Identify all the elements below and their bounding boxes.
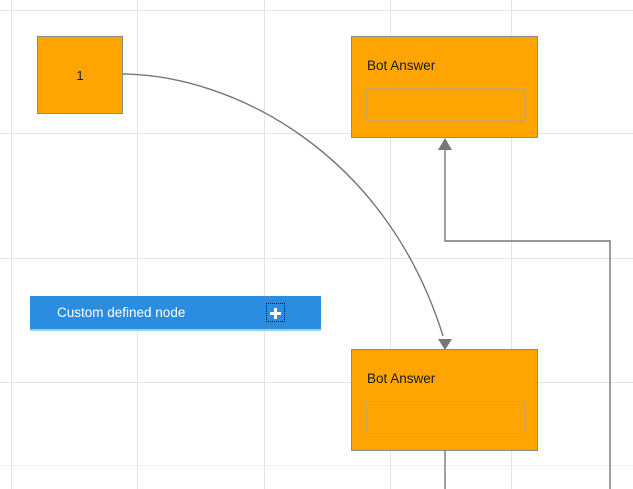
bot-answer-slot[interactable] [366,88,525,121]
plus-icon-vertical [274,308,277,319]
bot-answer-title: Bot Answer [367,58,436,73]
node-1[interactable]: 1 [37,36,123,114]
bot-answer-slot[interactable] [366,401,525,434]
custom-defined-node-label: Custom defined node [57,304,186,320]
bot-answer-node-top[interactable]: Bot Answer [351,36,538,138]
edge-curve[interactable] [122,73,452,350]
node-1-label: 1 [76,67,84,83]
custom-defined-node-bar[interactable]: Custom defined node [30,296,321,329]
bot-answer-node-bottom[interactable]: Bot Answer [351,349,538,451]
plus-icon[interactable] [266,303,285,322]
bot-answer-title: Bot Answer [367,371,436,386]
edge-loop[interactable] [438,138,611,489]
